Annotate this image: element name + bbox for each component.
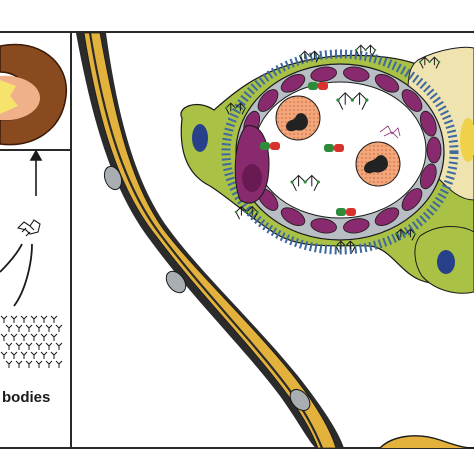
antibody-icon [45,342,53,350]
lattice [334,240,357,253]
lattice [298,50,321,63]
panel-frames [0,31,474,449]
antibody-icon [10,333,18,341]
antibody-cluster-icon [0,315,63,368]
antibody-icon [55,360,63,368]
complement-pill [336,208,356,216]
antibody-icon [10,315,18,323]
endothelial-cell [401,188,423,211]
antibody-icon [0,351,8,359]
antibody-icon [30,351,38,359]
lattice [290,174,320,192]
antibody-icon [20,315,28,323]
antibody-complex-icon [224,44,441,253]
antibody-icon [15,324,23,332]
antibody-icon [5,360,13,368]
antibody-icon [35,324,43,332]
endothelial-cell [257,89,279,112]
antibody-icon [55,324,63,332]
antibody-icon [25,360,33,368]
antibody-icon [15,360,23,368]
endothelial-cell [310,66,337,82]
antibody-icon [5,324,13,332]
antibody-icon [25,342,33,350]
antibody-icon [0,333,8,341]
endothelial-cell [343,218,370,234]
antibody-icon [30,333,38,341]
antibody-icon [50,351,58,359]
endothelial-cell [280,207,306,226]
antibody-icon [45,324,53,332]
antibody-icon [50,333,58,341]
antibody-icon [30,315,38,323]
antibody-icon [5,342,13,350]
antibody-icon [20,333,28,341]
lattice [354,44,377,57]
antibody-icon [50,315,58,323]
antibody-icon [40,333,48,341]
immune-cell-icon [275,95,321,141]
lattice [224,102,247,115]
lattice [336,92,369,110]
lattice [418,56,441,69]
antibody-icon [45,360,53,368]
antibody-icon [35,342,43,350]
antibody-icon [35,360,43,368]
antibody-icon [55,342,63,350]
lattice [394,228,417,241]
complement-markers [260,82,356,216]
antibody-icon [0,315,8,323]
antibody-icon [20,351,28,359]
antibody-icon [10,351,18,359]
antibody-icon [40,351,48,359]
endothelial-cell [419,163,437,190]
kidney-icon [0,43,67,146]
endothelial-cell [374,74,400,93]
endothelial-cell [343,66,370,82]
endothelial-cell [280,74,306,93]
endothelial-cell [401,89,423,112]
fibrin-scribble [379,125,401,139]
antibody-icon [25,324,33,332]
arrow-to-kidney [29,149,43,196]
endothelial-cell [419,110,437,137]
complement-pill [260,142,280,150]
antibodies-label: bodies [2,389,50,406]
endothelial-cell [374,207,400,226]
lattice [234,205,259,220]
deposit-ring [221,49,459,255]
endothelial-cell [310,218,337,234]
complement-pill [324,144,344,152]
complement-pill [308,82,328,90]
antibody-icon [15,342,23,350]
immune-cell-icon [355,141,401,187]
antibody-complex-icon [16,219,41,237]
endothelial-cell [426,136,442,164]
blood-vessel [76,32,474,449]
antibody-icon [40,315,48,323]
converging-arrows [0,243,33,307]
